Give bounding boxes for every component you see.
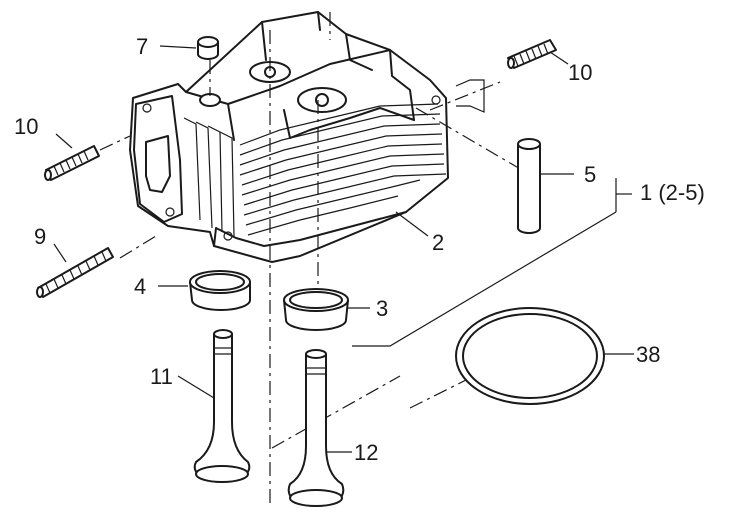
part-4-seat-ring xyxy=(158,270,251,311)
label-part-11: 11 xyxy=(150,364,173,389)
label-part-38: 38 xyxy=(636,342,660,367)
part-12-valve xyxy=(287,349,352,507)
label-part-5: 5 xyxy=(584,162,596,187)
label-part-7: 7 xyxy=(136,34,148,59)
label-part-1: 1 (2-5) xyxy=(640,180,705,205)
leader-part-2 xyxy=(395,211,429,237)
part-7-cap xyxy=(159,36,219,60)
label-part-10-right: 10 xyxy=(568,60,592,85)
label-part-3: 3 xyxy=(376,296,388,321)
part-10-stud-right xyxy=(507,39,569,69)
part-9-stud xyxy=(36,243,114,298)
part-1-bracket xyxy=(352,79,632,347)
part-3-seat-ring xyxy=(283,288,370,331)
part-5-sleeve xyxy=(517,138,574,234)
part-11-valve xyxy=(177,329,251,483)
part-38-o-ring xyxy=(455,307,634,405)
label-part-10-left: 10 xyxy=(14,114,38,139)
centre-lines xyxy=(99,12,523,508)
label-part-4: 4 xyxy=(134,274,146,299)
cylinder-head xyxy=(129,11,449,263)
label-part-9: 9 xyxy=(34,224,46,249)
label-part-2: 2 xyxy=(432,230,444,255)
part-10-stud-left xyxy=(44,133,100,181)
label-part-12: 12 xyxy=(354,440,378,465)
